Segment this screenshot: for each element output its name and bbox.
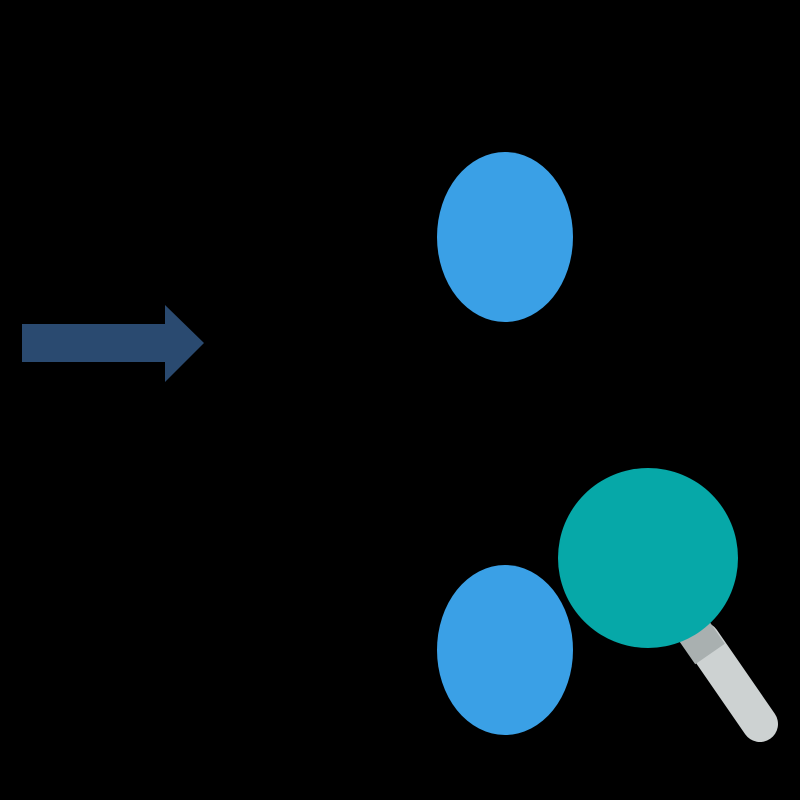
magnifying-glass-icon: [558, 468, 778, 742]
right-arrow-icon: [22, 305, 204, 382]
magnifier-handle: [684, 622, 778, 742]
upper-oval-shape: [437, 152, 573, 322]
lower-oval-shape: [437, 565, 573, 735]
magnifier-lens: [558, 468, 738, 648]
